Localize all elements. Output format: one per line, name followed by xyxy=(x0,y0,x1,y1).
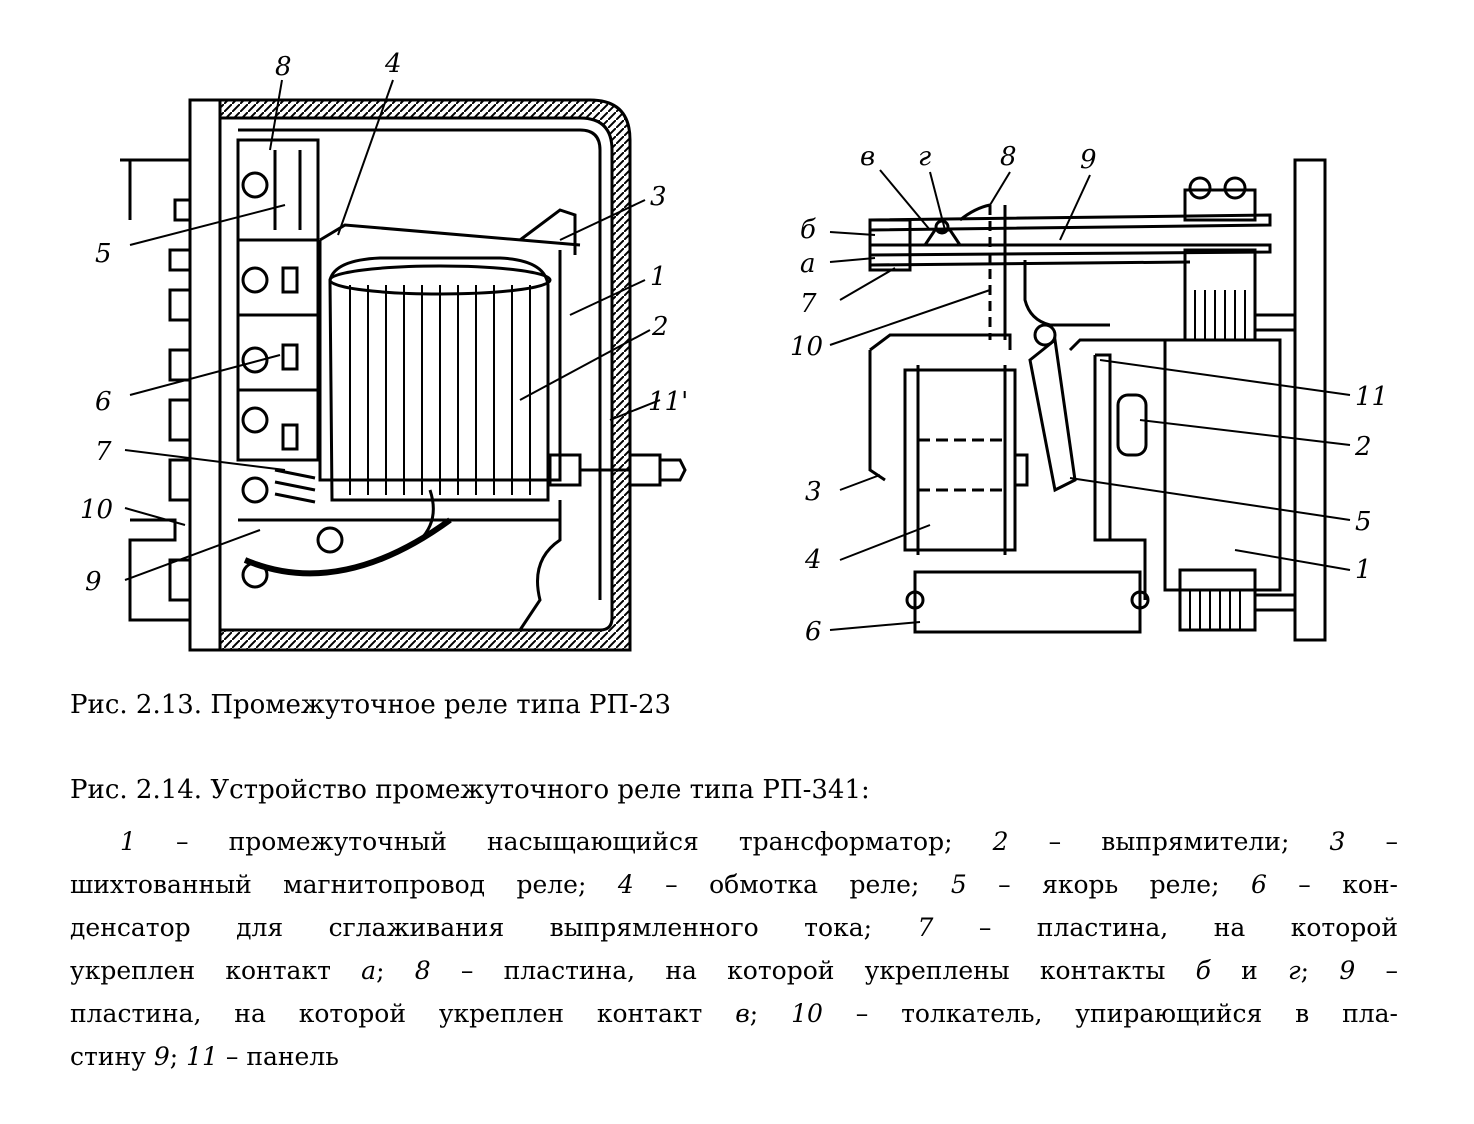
legend-text: – панель xyxy=(217,1042,339,1071)
legend-contact: в xyxy=(735,999,750,1028)
legend-text: ; xyxy=(376,956,415,985)
legend-text: укреплен контакт xyxy=(70,956,362,985)
label-3: 3 xyxy=(650,182,667,212)
legend-num: 3 xyxy=(1329,827,1346,856)
label-1: 1 xyxy=(1355,555,1372,585)
legend-line: денсатор для сглаживания выпрямленного т… xyxy=(70,906,1398,949)
legend-num: 8 xyxy=(414,956,431,985)
label-3: 3 xyxy=(805,477,822,507)
label-11-prime: 11' xyxy=(648,387,688,417)
label-2: 2 xyxy=(1354,432,1372,462)
legend-num: 9 xyxy=(1339,956,1356,985)
label-b: б xyxy=(800,215,816,245)
label-6: 6 xyxy=(805,617,822,647)
legend-contact: б xyxy=(1195,956,1211,985)
legend-num: 10 xyxy=(791,999,823,1028)
label-1: 1 xyxy=(650,262,667,292)
legend-line: пластина, на которой укреплен контакт в;… xyxy=(70,992,1398,1035)
label-5: 5 xyxy=(1355,507,1372,537)
label-9: 9 xyxy=(85,567,102,597)
legend-line: шихтованный магнитопровод реле; 4 – обмо… xyxy=(70,863,1398,906)
legend-num: 11 xyxy=(186,1042,218,1071)
label-8: 8 xyxy=(1000,142,1017,172)
label-7: 7 xyxy=(95,437,112,467)
figure-legend: 1 – промежуточный насыщающийся трансформ… xyxy=(70,820,1398,1078)
label-9: 9 xyxy=(1080,145,1097,175)
legend-text: – якорь реле; xyxy=(966,870,1251,899)
legend-text: – промежуточный насыщающийся трансформат… xyxy=(135,827,993,856)
label-10: 10 xyxy=(790,332,823,362)
label-5: 5 xyxy=(95,239,112,269)
label-g: г xyxy=(918,142,931,172)
label-6: 6 xyxy=(95,387,112,417)
legend-text: – пластина, на которой укреплены контакт… xyxy=(430,956,1196,985)
label-10: 10 xyxy=(80,495,113,525)
legend-text: стину xyxy=(70,1042,154,1071)
label-v: в xyxy=(860,142,875,172)
legend-text: ; xyxy=(1300,956,1340,985)
legend-text: шихтованный магнитопровод реле; xyxy=(70,870,618,899)
label-2: 2 xyxy=(651,312,669,342)
label-11: 11 xyxy=(1355,382,1388,412)
legend-text: ; xyxy=(169,1042,187,1071)
legend-text: и xyxy=(1210,956,1289,985)
legend-text: – обмотка реле; xyxy=(633,870,951,899)
legend-contact: г xyxy=(1288,956,1301,985)
label-4: 4 xyxy=(384,49,402,79)
rp23-drawing xyxy=(120,79,687,652)
legend-text: ; xyxy=(749,999,792,1028)
legend-line: 1 – промежуточный насыщающийся трансформ… xyxy=(70,820,1398,863)
figure-rp23: 8 4 3 1 2 11' 5 6 7 10 9 xyxy=(80,49,688,652)
legend-line: укреплен контакт а; 8 – пластина, на кот… xyxy=(70,949,1398,992)
caption-fig-2-14: Рис. 2.14. Устройство промежуточного рел… xyxy=(70,775,870,805)
legend-line: стину 9; 11 – панель xyxy=(70,1035,1398,1078)
legend-num: 5 xyxy=(950,870,967,899)
legend-text: пластина, на которой укреплен контакт xyxy=(70,999,736,1028)
legend-num: 1 xyxy=(120,827,136,856)
legend-text: – выпрямители; xyxy=(1008,827,1330,856)
label-a: а xyxy=(800,249,816,279)
legend-text: – xyxy=(1355,956,1398,985)
figure-rp341: в г 8 9 б а 7 10 11 2 3 5 4 1 6 xyxy=(790,142,1388,647)
label-8: 8 xyxy=(275,52,292,82)
rp341-drawing xyxy=(829,158,1351,642)
legend-text: – пластина, на которой xyxy=(933,913,1399,942)
legend-num: 9 xyxy=(153,1042,170,1071)
label-7: 7 xyxy=(800,289,817,319)
legend-num: 4 xyxy=(617,870,634,899)
legend-text: денсатор для сглаживания выпрямленного т… xyxy=(70,913,918,942)
legend-num: 6 xyxy=(1250,870,1267,899)
legend-text: – xyxy=(1345,827,1398,856)
legend-num: 2 xyxy=(992,827,1009,856)
legend-text: – толкатель, упирающийся в пла- xyxy=(822,999,1398,1028)
legend-text: – кон- xyxy=(1266,870,1398,899)
label-4: 4 xyxy=(804,545,822,575)
legend-contact: а xyxy=(361,956,377,985)
caption-fig-2-13: Рис. 2.13. Промежуточное реле типа РП-23 xyxy=(70,690,672,720)
legend-num: 7 xyxy=(917,913,934,942)
